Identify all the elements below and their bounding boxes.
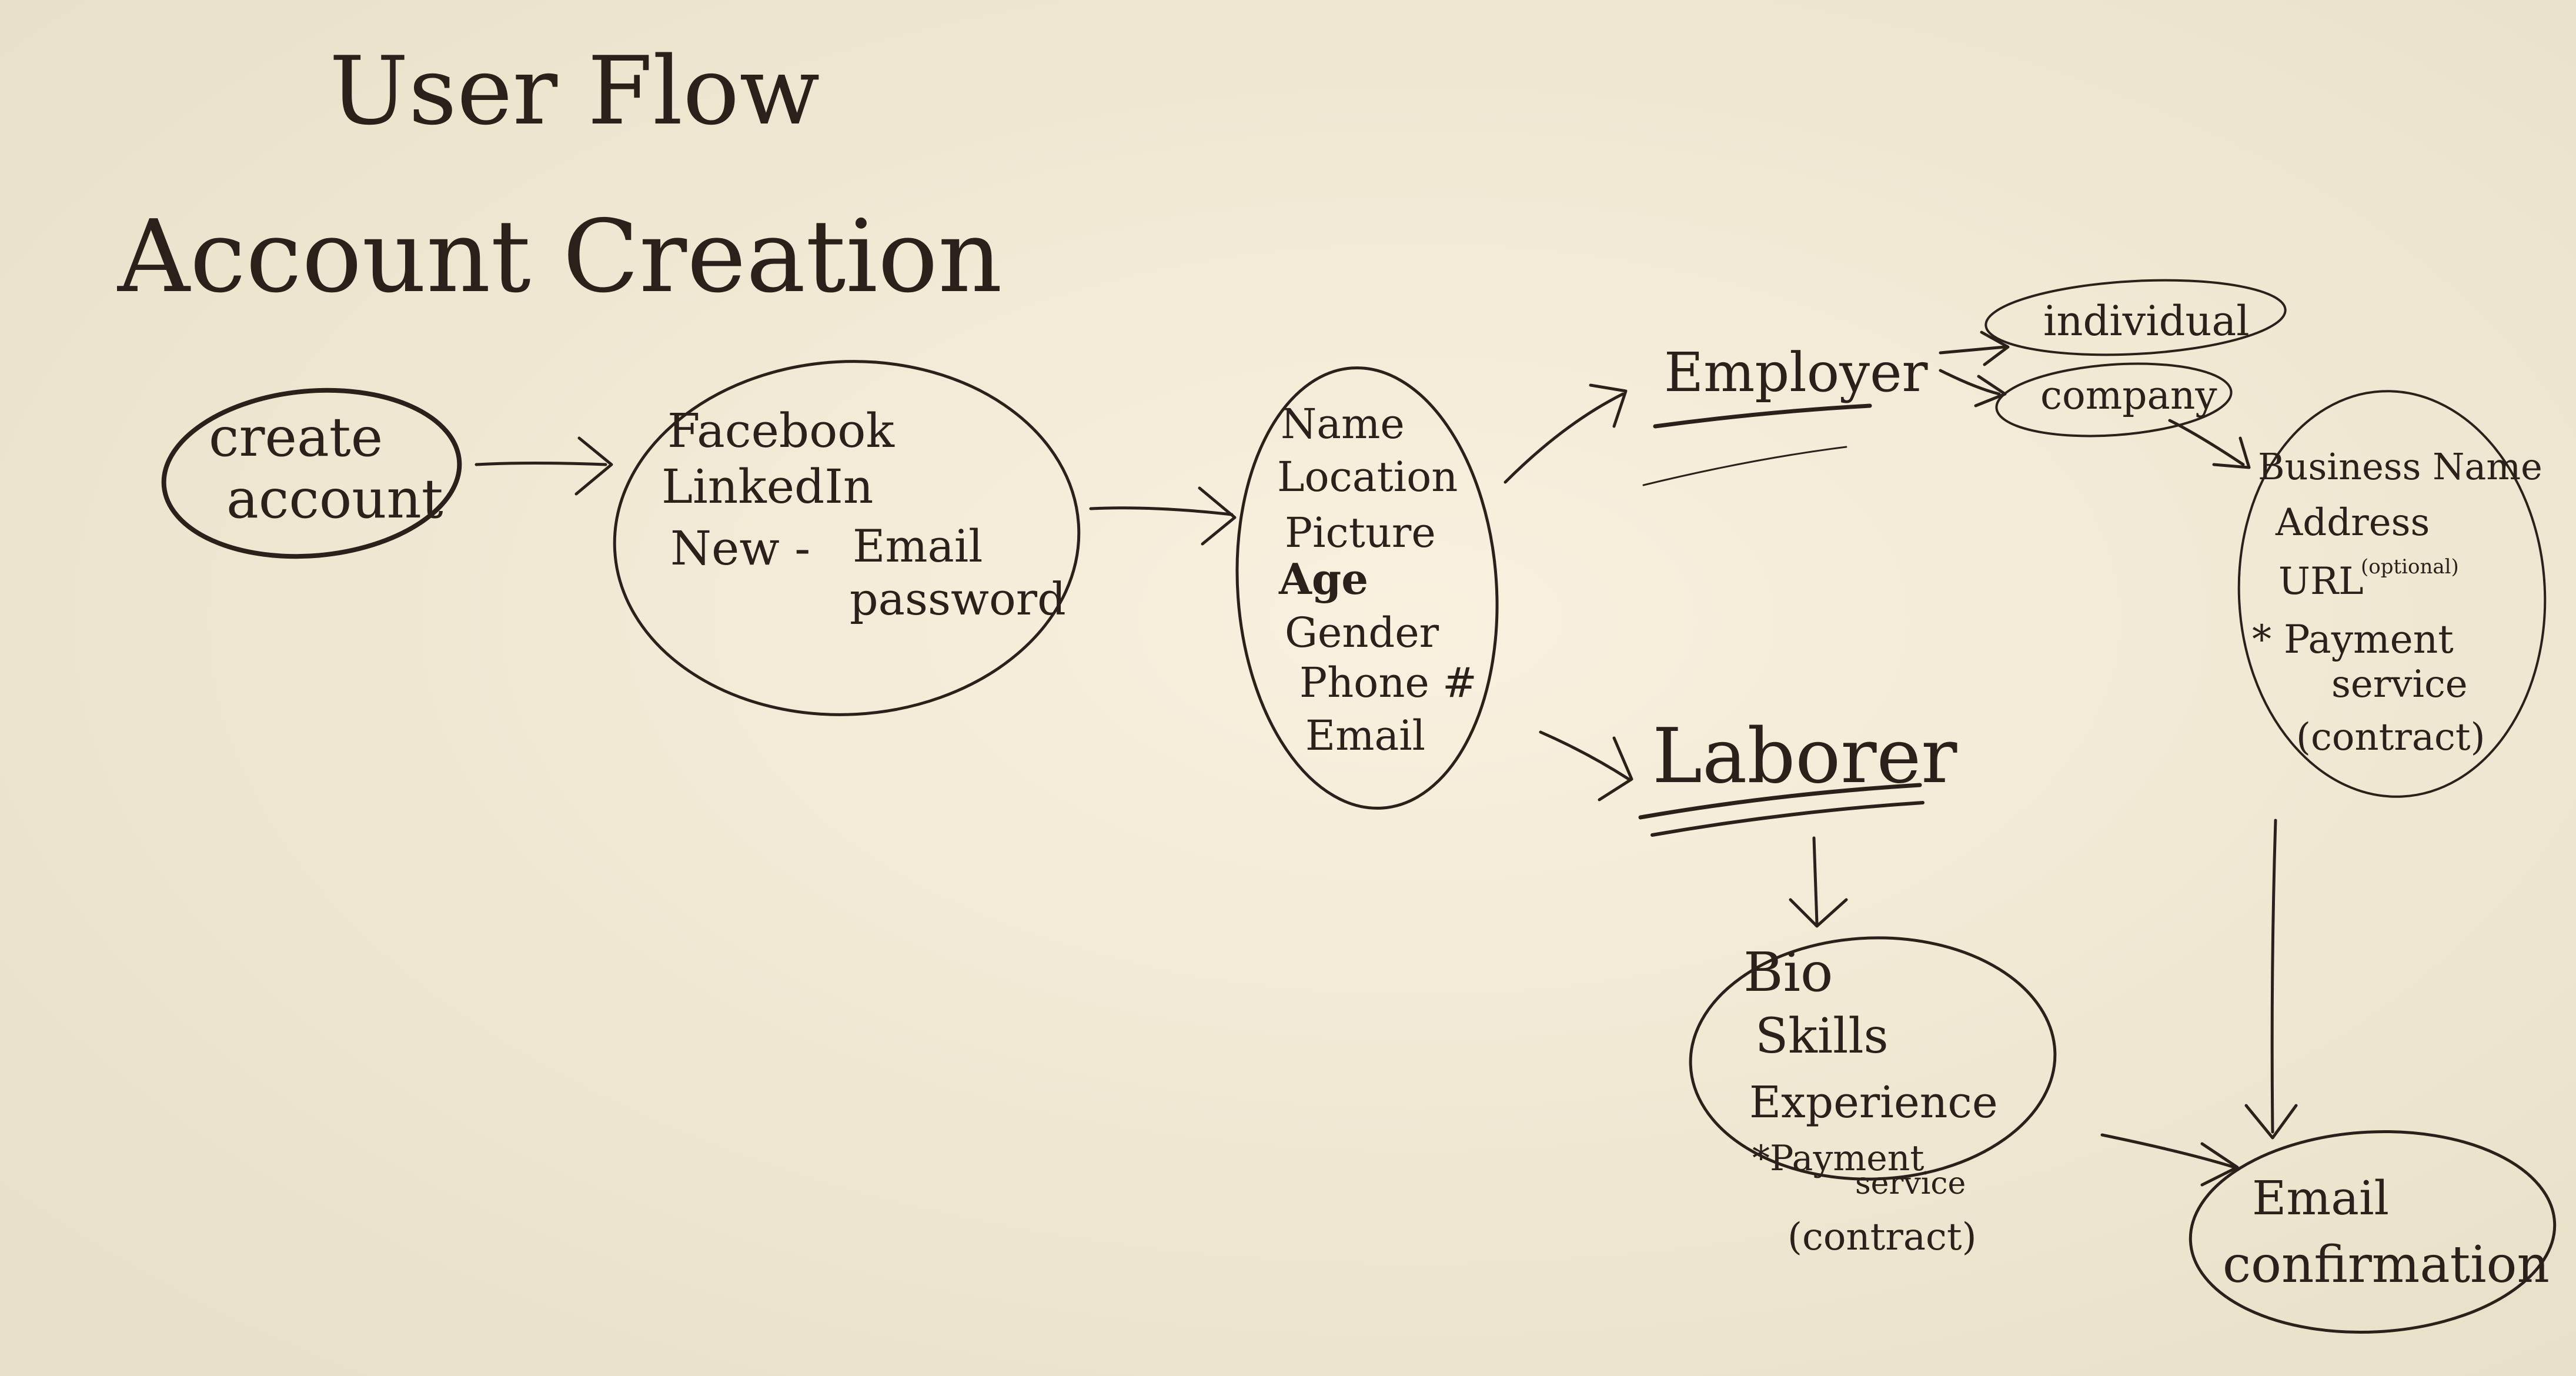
business-field-name: Business Name (2258, 445, 2542, 488)
laborer-field-bio: Bio (1743, 941, 1833, 1004)
individual-ellipse (1984, 279, 2287, 356)
arrow-company-to-business (2168, 419, 2251, 469)
employer-role: Employer (1642, 341, 1928, 486)
company-option: company (1995, 362, 2233, 437)
arrow-laborer-to-fields (1789, 836, 1848, 928)
laborer-role: Laborer (1638, 713, 1957, 837)
arrow-shaft (1503, 392, 1625, 484)
arrow-profile-to-employer (1503, 383, 1628, 484)
profile-fields-node: Name Location Picture Age Gender Phone #… (1235, 366, 1499, 810)
profile-field-phone: Phone # (1299, 659, 1477, 707)
laborer-field-experience: Experience (1749, 1077, 1998, 1128)
arrowhead-icon (2200, 1142, 2239, 1187)
arrow-laborer-to-confirmation (2100, 1133, 2239, 1187)
signup-options-ellipse (613, 360, 1081, 716)
arrowhead-icon (1598, 736, 1633, 801)
arrowhead-icon (574, 436, 613, 496)
arrow-shaft (475, 462, 607, 466)
option-linkedin: LinkedIn (661, 459, 873, 514)
arrow-signup-to-profile (1089, 486, 1237, 546)
arrow-business-to-confirmation (2244, 819, 2298, 1140)
laborer-field-service: service (1855, 1166, 1966, 1201)
title-line-1: User Flow (329, 36, 820, 146)
business-field-address: Address (2275, 501, 2430, 545)
arrowhead-icon (1589, 383, 1628, 428)
signup-options-node: Facebook LinkedIn New - Email password (613, 360, 1081, 716)
laborer-field-payment: *Payment (1752, 1138, 1925, 1179)
create-account-node: create account (161, 388, 462, 559)
arrowhead-icon (2212, 436, 2251, 469)
profile-field-location: Location (1277, 453, 1458, 501)
business-field-service: service (2331, 663, 2468, 706)
arrow-shaft (2100, 1133, 2236, 1169)
business-field-contract: (contract) (2296, 716, 2485, 759)
profile-field-name: Name (1281, 400, 1405, 448)
business-field-payment: * Payment (2252, 617, 2454, 662)
profile-field-age: Age (1278, 554, 1368, 604)
create-account-ellipse (161, 388, 462, 559)
arrow-shaft (1939, 369, 2001, 396)
employer-underline (1653, 403, 1872, 429)
arrow-shaft (1539, 730, 1631, 781)
laborer-field-contract: (contract) (1788, 1215, 1977, 1259)
profile-fields-ellipse (1235, 366, 1499, 810)
employer-underline-faint (1642, 446, 1847, 486)
arrow-shaft (1939, 345, 2007, 355)
create-account-line-2: account (226, 467, 443, 530)
laborer-underline-2 (1650, 801, 1925, 837)
business-field-url: URL (2278, 560, 2364, 603)
business-field-url-optional: (optional) (2361, 555, 2459, 579)
profile-field-gender: Gender (1285, 609, 1439, 657)
profile-field-picture: Picture (1285, 509, 1436, 557)
arrow-employer-to-individual (1939, 330, 2010, 366)
company-label: company (2040, 373, 2217, 418)
business-fields-node: Business Name Address URL (optional) * P… (2237, 390, 2547, 798)
arrow-shaft (2270, 819, 2277, 1134)
laborer-underline (1638, 783, 1922, 820)
arrowhead-icon (2244, 1104, 2298, 1140)
option-facebook: Facebook (667, 403, 895, 458)
email-confirmation-node: Email confirmation (2189, 1130, 2557, 1334)
laborer-fields-ellipse (1689, 936, 2057, 1181)
email-confirmation-ellipse (2189, 1130, 2557, 1334)
profile-field-email: Email (1305, 712, 1425, 760)
option-password: password (850, 573, 1066, 625)
arrow-shaft (1812, 836, 1819, 925)
arrow-profile-to-laborer (1539, 730, 1633, 801)
laborer-field-skills: Skills (1755, 1008, 1889, 1064)
individual-label: individual (2043, 297, 2250, 345)
title-line-2: Account Creation (117, 199, 1003, 315)
create-account-line-1: create (209, 406, 383, 469)
option-new: New - (670, 521, 810, 576)
arrow-shaft (2168, 419, 2245, 466)
option-email: Email (853, 520, 983, 572)
company-ellipse (1995, 362, 2233, 437)
arrowhead-icon (1198, 486, 1237, 546)
individual-option: individual (1984, 279, 2287, 356)
email-confirmation-line-2: confirmation (2223, 1235, 2550, 1294)
arrow-shaft (1089, 506, 1234, 516)
employer-label: Employer (1664, 341, 1928, 404)
laborer-fields-node: Bio Skills Experience *Payment service (… (1689, 936, 2057, 1259)
email-confirmation-line-1: Email (2252, 1171, 2389, 1225)
arrow-create-to-signup (475, 436, 613, 496)
arrowhead-icon (1789, 898, 1848, 928)
arrowhead-icon (1980, 330, 2010, 366)
business-fields-ellipse (2237, 390, 2547, 798)
